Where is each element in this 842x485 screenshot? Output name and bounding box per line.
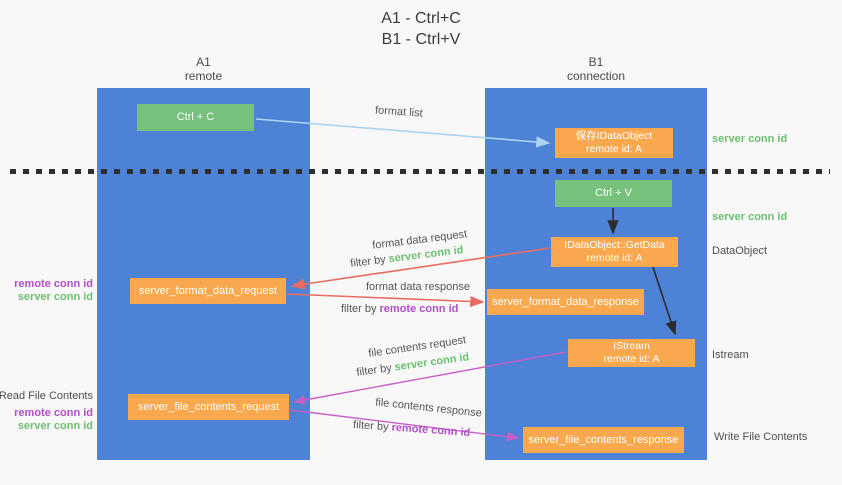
right-column-role: connection [566, 69, 626, 83]
save-idataobject-box: 保存IDataObject remote id: A [555, 128, 673, 158]
server-conn-id-side-label-top: server conn id [712, 133, 788, 145]
save-idataobject-line1: 保存IDataObject [575, 130, 653, 142]
istream-side-label: Istream [712, 349, 749, 361]
right-column-header: B1 connection [485, 55, 707, 83]
server-format-data-request-label: server_format_data_request [138, 284, 278, 297]
filter-by-remote-conn-id-label-1: filter by remote conn id [341, 303, 458, 315]
ctrl-v-label: Ctrl + V [595, 187, 632, 199]
getdata-line2: remote id: A [586, 252, 643, 264]
server-file-contents-response-box: server_file_contents_response [523, 427, 684, 453]
save-idataobject-line2: remote id: A [585, 143, 643, 155]
format-data-response-label: format data response [366, 281, 470, 293]
idataobject-getdata-box: IDataObject::GetData remote id: A [551, 237, 678, 267]
dataobject-side-label: DataObject [712, 245, 768, 257]
getdata-to-istream-arrow [652, 266, 677, 336]
session-separator-dotted-line [10, 169, 830, 174]
left-column-header: A1 remote [97, 55, 310, 83]
istream-line2: remote id: A [603, 353, 660, 365]
ctrl-v-box: Ctrl + V [555, 180, 672, 207]
read-file-contents-label: Read File Contents [0, 390, 93, 402]
write-file-contents-label: Write File Contents [714, 431, 808, 443]
left-column-name: A1 [196, 55, 211, 69]
istream-box: IStream remote id: A [568, 339, 695, 367]
server-conn-id-side-label-mid: server conn id [712, 211, 788, 223]
server-file-contents-request-box: server_file_contents_request [128, 394, 289, 420]
getdata-line1: IDataObject::GetData [564, 239, 665, 251]
server-format-data-response-box: server_format_data_response [487, 289, 644, 315]
server-format-data-response-label: server_format_data_response [492, 295, 639, 308]
server-file-contents-request-label: server_file_contents_request [137, 400, 280, 413]
file-contents-request-arrow [292, 351, 567, 405]
title-line-2: B1 - Ctrl+V [381, 31, 461, 48]
istream-line1: IStream [613, 340, 650, 352]
left-column-role: remote [184, 69, 223, 83]
file-contents-response-arrow [289, 409, 520, 442]
server-file-contents-response-label: server_file_contents_response [528, 433, 679, 446]
right-column-name: B1 [588, 55, 604, 69]
filter-by-text: filter by [341, 303, 380, 315]
remote-conn-id-side-label-2: remote conn id [14, 407, 93, 419]
format-list-arrow [255, 118, 551, 148]
format-data-response-arrow [286, 293, 485, 308]
ctrl-c-label: Ctrl + C [176, 111, 215, 123]
format-data-request-arrow [290, 247, 551, 290]
server-conn-id-side-label-2: server conn id [17, 420, 93, 432]
remote-conn-id-text: remote conn id [379, 303, 459, 315]
server-format-data-request-box: server_format_data_request [130, 278, 286, 304]
diagram-title: A1 - Ctrl+C B1 - Ctrl+V [0, 8, 842, 50]
remote-conn-id-side-label-1: remote conn id [14, 278, 93, 290]
server-conn-id-side-label-1: server conn id [17, 291, 93, 303]
ctrl-c-box: Ctrl + C [137, 104, 254, 131]
title-line-1: A1 - Ctrl+C [381, 10, 461, 27]
